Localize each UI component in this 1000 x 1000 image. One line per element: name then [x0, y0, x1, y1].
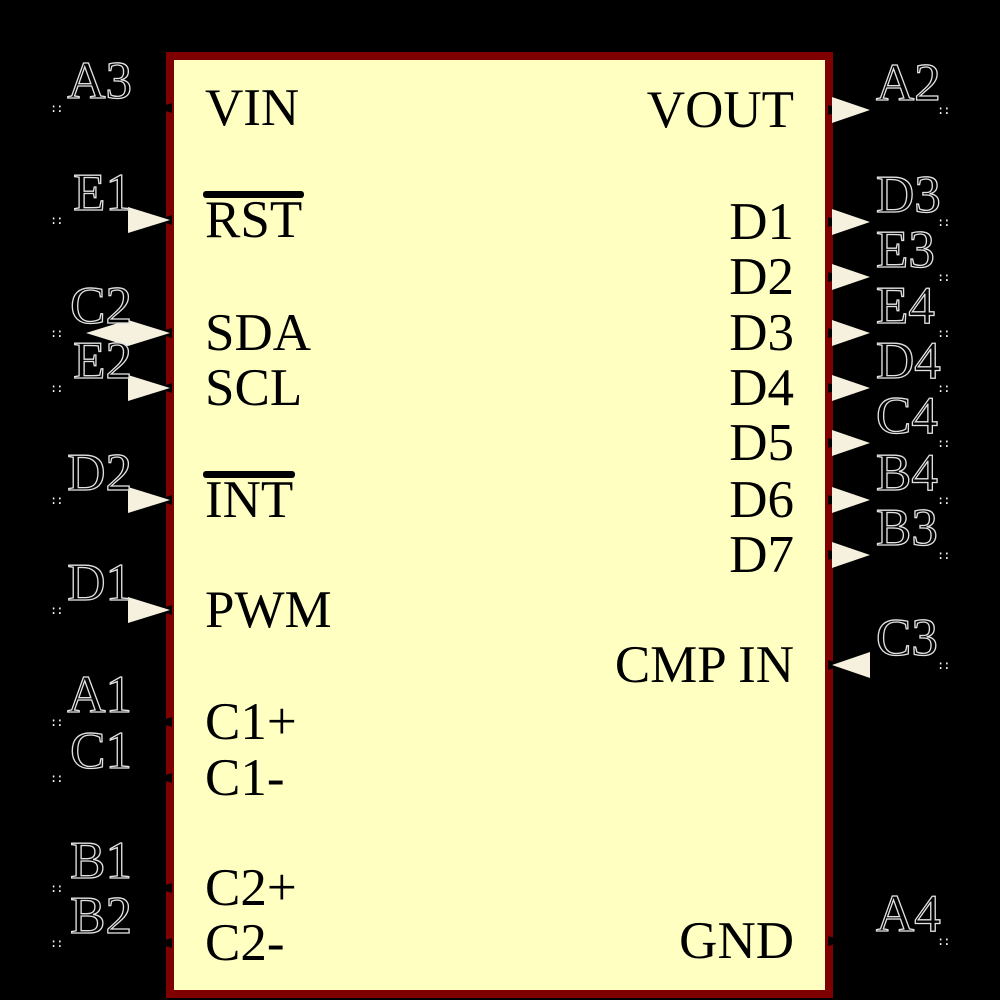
output-arrow-icon	[832, 264, 870, 290]
pin-origin-dots-icon: ::	[937, 381, 950, 395]
pin-name-overline: RST	[202, 191, 305, 249]
pin-number[interactable]: D4	[875, 332, 941, 390]
pin-name[interactable]: C2+	[205, 859, 297, 917]
input-arrow-icon	[128, 207, 170, 233]
pin-name[interactable]: D3	[729, 304, 794, 362]
pin-origin-dots-icon: ::	[937, 270, 950, 284]
pin-name[interactable]: CMP IN	[614, 636, 794, 694]
pin-name-overline: INT	[202, 471, 296, 529]
input-arrow-icon	[128, 320, 170, 346]
pin-number[interactable]: B1	[69, 832, 132, 890]
output-arrow-icon	[832, 487, 870, 513]
bidirectional-arrow-icon	[86, 320, 128, 346]
pin-stub-icon	[156, 773, 172, 783]
pin-origin-dots-icon: ::	[937, 103, 950, 117]
pin-origin-dots-icon: ::	[50, 936, 63, 950]
input-arrow-icon	[128, 375, 170, 401]
pin-number[interactable]: D1	[67, 554, 133, 612]
pin-origin-dots-icon: ::	[937, 658, 950, 672]
output-arrow-icon	[832, 542, 870, 568]
pin-number[interactable]: E3	[875, 221, 935, 279]
pin-origin-dots-icon: ::	[937, 934, 950, 948]
pin-name[interactable]: RST	[202, 191, 305, 249]
pin-number[interactable]: E2	[72, 332, 132, 390]
pin-origin-dots-icon: ::	[50, 715, 63, 729]
pin-origin-dots-icon: ::	[50, 771, 63, 785]
pin-name[interactable]: C1-	[205, 749, 285, 807]
pin-name[interactable]: SDA	[205, 304, 312, 362]
pin-origin-dots-icon: ::	[50, 493, 63, 507]
pin-origin-dots-icon: ::	[50, 603, 63, 617]
pin-stub-icon	[156, 883, 172, 893]
pin-origin-dots-icon: ::	[50, 381, 63, 395]
pin-number[interactable]: A2	[875, 54, 941, 112]
pin-number[interactable]: A4	[875, 885, 941, 943]
pin-number[interactable]: B3	[875, 499, 938, 557]
pin-number[interactable]: E4	[875, 277, 935, 335]
pin-origin-dots-icon: ::	[937, 215, 950, 229]
pin-name[interactable]: VOUT	[646, 81, 794, 139]
pin-number[interactable]: A1	[67, 666, 133, 724]
output-arrow-icon	[832, 209, 870, 235]
pin-name[interactable]: D5	[729, 414, 794, 472]
pin-name[interactable]: C2-	[205, 914, 285, 972]
output-arrow-icon	[832, 375, 870, 401]
input-arrow-icon	[128, 597, 170, 623]
pin-number[interactable]: C1	[69, 722, 132, 780]
pin-number[interactable]: A3	[67, 52, 133, 110]
pin-stub-icon	[828, 936, 844, 946]
pin-name[interactable]: INT	[202, 471, 296, 529]
pin-number[interactable]: B2	[69, 887, 132, 945]
pin-name[interactable]: VIN	[205, 79, 300, 137]
pin-name[interactable]: PWM	[205, 581, 332, 639]
pin-number[interactable]: D3	[875, 166, 941, 224]
pin-number[interactable]: C3	[875, 609, 938, 667]
pin-name[interactable]: C1+	[205, 693, 297, 751]
pin-number[interactable]: C4	[875, 387, 938, 445]
output-arrow-icon	[832, 430, 870, 456]
output-arrow-icon	[832, 97, 870, 123]
pin-name[interactable]: GND	[679, 912, 794, 970]
pin-name[interactable]: D6	[729, 471, 794, 529]
output-arrow-icon	[832, 320, 870, 346]
pin-name[interactable]: D1	[729, 193, 794, 251]
input-arrow-icon	[832, 652, 870, 678]
pin-origin-dots-icon: ::	[937, 326, 950, 340]
ic-symbol-body[interactable]	[166, 52, 833, 998]
pin-origin-dots-icon: ::	[937, 436, 950, 450]
pin-origin-dots-icon: ::	[50, 213, 63, 227]
pin-name[interactable]: D7	[729, 526, 794, 584]
pin-origin-dots-icon: ::	[50, 101, 63, 115]
pin-name[interactable]: D4	[729, 359, 794, 417]
pin-stub-icon	[156, 717, 172, 727]
pin-origin-dots-icon: ::	[50, 326, 63, 340]
pin-origin-dots-icon: ::	[937, 548, 950, 562]
pin-number[interactable]: D2	[67, 444, 133, 502]
pin-name[interactable]: D2	[729, 248, 794, 306]
input-arrow-icon	[128, 487, 170, 513]
pin-number[interactable]: B4	[875, 444, 938, 502]
pin-stub-icon	[156, 103, 172, 113]
pin-name[interactable]: SCL	[205, 359, 303, 417]
pin-number[interactable]: E1	[72, 164, 132, 222]
pin-origin-dots-icon: ::	[50, 881, 63, 895]
pin-number[interactable]: C2	[69, 277, 132, 335]
pin-stub-icon	[156, 938, 172, 948]
pin-origin-dots-icon: ::	[937, 493, 950, 507]
